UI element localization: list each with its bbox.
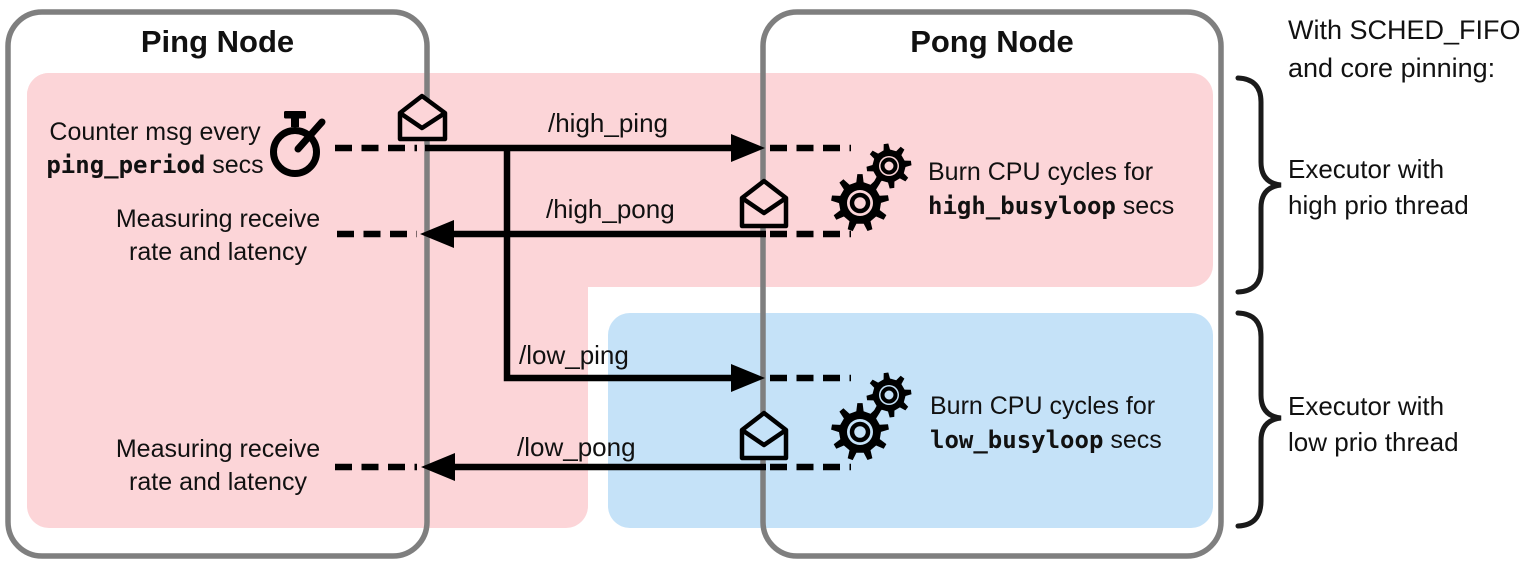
high-busyloop-suffix: secs (1115, 192, 1175, 220)
sched-note-line2: and core pinning: (1288, 53, 1496, 83)
topic-label-high-pong: /high_pong (546, 194, 675, 224)
burn-low-line2: low_busyloop secs (930, 423, 1162, 457)
open-envelope-icon-low-pong (739, 410, 789, 461)
burn-caption-high: Burn CPU cycles for high_busyloop secs (928, 155, 1174, 223)
low-pong-arrow (335, 453, 851, 481)
burn-high-line1: Burn CPU cycles for (928, 158, 1154, 186)
executor-high-brace (1235, 75, 1282, 295)
executor-high-line2: high prio thread (1288, 190, 1469, 220)
gears-icon-high (831, 143, 912, 232)
topic-label-low-ping: /low_ping (519, 340, 629, 370)
executor-low-brace (1235, 310, 1282, 529)
ping-period-param: ping_period (46, 151, 206, 179)
burn-high-line2: high_busyloop secs (928, 189, 1174, 223)
timer-caption-line1: Counter msg every (49, 118, 261, 146)
topic-label-low-pong: /low_pong (517, 432, 636, 462)
burn-low-line1: Burn CPU cycles for (930, 392, 1156, 420)
low-ping-arrow (503, 148, 851, 392)
low-busyloop-suffix: secs (1103, 426, 1162, 454)
executor-low-label: Executor with low prio thread (1288, 388, 1459, 460)
gears-icon-low (831, 372, 912, 461)
executor-low-line2: low prio thread (1288, 427, 1459, 457)
high-busyloop-param: high_busyloop (928, 192, 1116, 220)
pong-node-border (760, 9, 1224, 559)
open-envelope-icon-high-pong (739, 178, 789, 229)
measure-low-line2: rate and latency (129, 468, 307, 496)
ping-node-title: Ping Node (140, 24, 295, 59)
ping-period-suffix: secs (205, 151, 264, 179)
sched-note-line1: With SCHED_FIFO (1288, 15, 1521, 45)
low-busyloop-param: low_busyloop (930, 426, 1104, 454)
timer-caption-line2: ping_period secs (27, 149, 283, 182)
timer-caption: Counter msg every ping_period secs (27, 116, 283, 182)
topic-label-high-ping: /high_ping (548, 108, 668, 138)
executor-low-line1: Executor with (1288, 391, 1445, 421)
low-priority-region (608, 313, 1213, 528)
pong-node-title: Pong Node (910, 24, 1074, 59)
measure-low-line1: Measuring receive (115, 435, 321, 463)
measure-caption-high: Measuring receive rate and latency (90, 203, 346, 269)
high-ping-arrow (335, 134, 851, 162)
stopwatch-icon (270, 111, 326, 177)
burn-caption-low: Burn CPU cycles for low_busyloop secs (930, 389, 1162, 457)
sched-note: With SCHED_FIFO and core pinning: (1288, 11, 1521, 87)
measure-caption-low: Measuring receive rate and latency (90, 433, 346, 499)
measure-high-line1: Measuring receive (115, 205, 321, 233)
executor-high-line1: Executor with (1288, 154, 1445, 184)
measure-high-line2: rate and latency (129, 238, 307, 266)
open-envelope-icon-high-ping (397, 93, 448, 142)
high-priority-region (27, 73, 1213, 528)
executor-high-label: Executor with high prio thread (1288, 151, 1469, 223)
ping-node-border (5, 9, 430, 559)
